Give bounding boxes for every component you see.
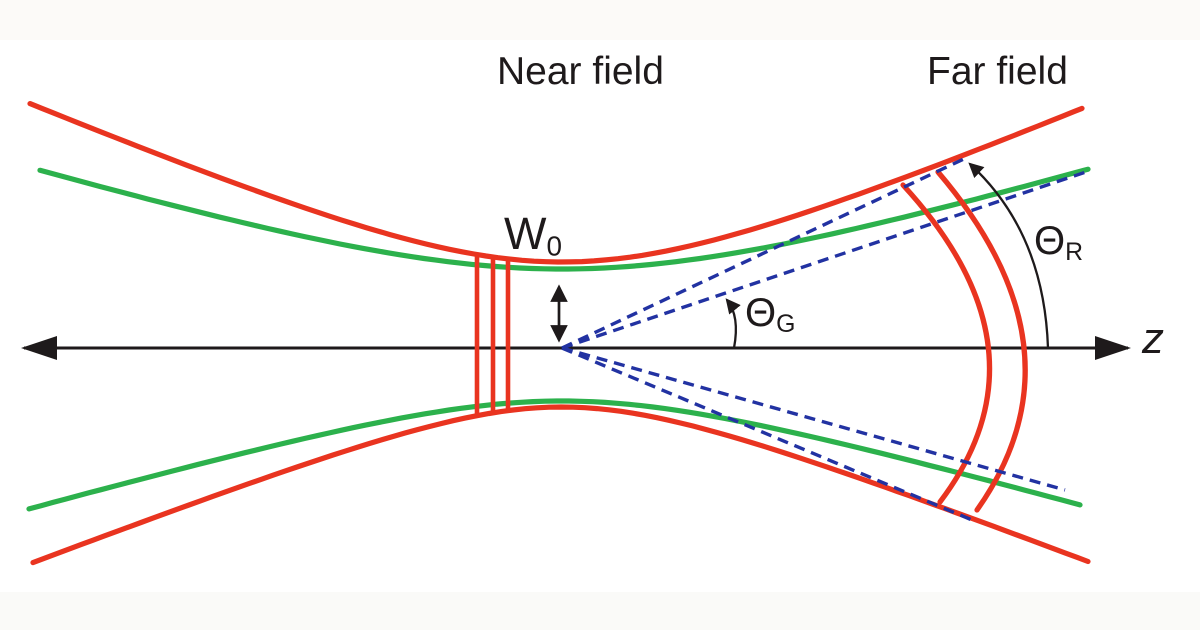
theta-g-label: ΘG [745, 293, 795, 338]
theta-r-angle-arrow [968, 162, 1050, 349]
theta-r-symbol: Θ [1034, 219, 1066, 263]
beam-waist-subscript: 0 [546, 230, 562, 262]
beam-waist-label: W0 [504, 211, 562, 261]
far-field-label: Far field [927, 50, 1068, 93]
near-field-label: Near field [497, 50, 664, 93]
theta-g-symbol: Θ [745, 291, 777, 335]
envelope-green-lower [26, 398, 1083, 512]
asymptote-dashed-line [561, 346, 1066, 492]
beam-waist-symbol: W [504, 208, 547, 259]
bottom-margin-band [0, 592, 1200, 630]
top-margin-band [0, 0, 1200, 40]
z-axis-label: z [1142, 314, 1164, 363]
envelope-red-upper [27, 101, 1085, 265]
theta-r-subscript: R [1065, 238, 1084, 266]
asymptote-dashed-line [561, 155, 969, 350]
envelope-red-lower [30, 404, 1091, 566]
curved-wavefront-arc [900, 182, 993, 505]
theta-g-angle-arrow [725, 298, 741, 349]
theta-r-label: ΘR [1034, 221, 1083, 266]
asymptote-dashed-line [561, 170, 1087, 350]
theta-g-subscript: G [776, 310, 796, 338]
envelope-green-upper [37, 166, 1091, 272]
curved-wavefront-arc [935, 169, 1028, 513]
asymptote-dashed-line [561, 346, 973, 522]
